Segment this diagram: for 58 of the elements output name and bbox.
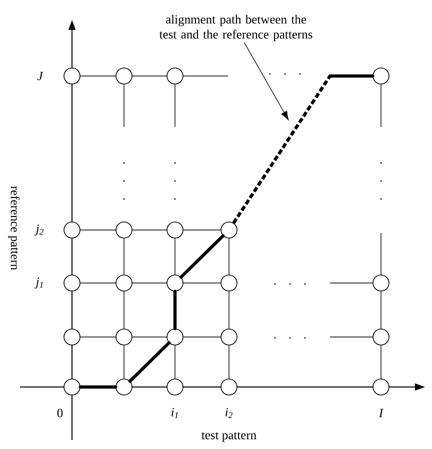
grid-line: [380, 84, 382, 128]
grid-point-circle: [64, 222, 80, 238]
grid-line: [380, 345, 382, 379]
grid-point-circle: [372, 68, 390, 84]
grid-line: [228, 238, 230, 275]
grid-point-circle: [166, 68, 184, 84]
alignment-path: [78, 385, 118, 389]
grid-point-circle: [220, 328, 238, 346]
tick-label: i$_{1}$: [172, 408, 178, 418]
axis-title: reference pattern: [8, 186, 20, 270]
alignment-path: [173, 290, 177, 330]
tick-label: j$_{1}$: [34, 278, 43, 288]
grid-line: [228, 345, 230, 379]
tick-label: j$_{2}$: [34, 224, 44, 236]
grid-line: [132, 282, 167, 284]
grid-point-circle: [116, 328, 132, 346]
alignment-path: [179, 234, 225, 279]
alignment-path: [232, 75, 332, 224]
grid-point-circle: [372, 274, 390, 292]
leader-arrow: [244, 42, 289, 120]
grid-line: [183, 282, 221, 284]
grid-line: [228, 291, 230, 329]
grid-point-circle: [64, 274, 80, 292]
tick-label: I: [378, 408, 384, 418]
grid-point-circle: [220, 222, 238, 238]
grid-line: [330, 282, 373, 284]
grid-line: [183, 336, 221, 338]
grid-point-circle: [64, 378, 80, 396]
tick-label: J: [37, 72, 44, 80]
alignment-path: [128, 341, 171, 383]
grid-point-circle: [220, 378, 238, 396]
grid-line: [380, 232, 382, 275]
grid-line: [174, 84, 176, 128]
tick-label: i$_{2}$: [226, 408, 232, 418]
grid-point-circle: [166, 378, 184, 396]
grid-point-circle: [166, 274, 184, 292]
grid-point-circle: [372, 328, 390, 346]
annotation-text: alignment path between the test and the reference patterns: [159, 14, 312, 42]
grid-point-circle: [116, 378, 132, 396]
grid-point-circle: [372, 378, 390, 396]
tick-label: 0: [57, 408, 63, 418]
grid-line: [80, 282, 116, 284]
grid-line: [330, 336, 373, 338]
grid-point-circle: [166, 328, 184, 346]
grid-point-circle: [220, 274, 238, 292]
grid-line: [80, 336, 116, 338]
axis-title: test pattern: [202, 432, 256, 442]
grid-line: [174, 238, 176, 275]
grid-line: [132, 336, 167, 338]
grid-line: [174, 345, 176, 379]
grid-point-circle: [64, 328, 80, 346]
grid-point-circle: [116, 222, 132, 238]
grid-point-circle: [116, 274, 132, 292]
alignment-path: [328, 74, 374, 78]
grid-line: [380, 291, 382, 329]
grid-point-circle: [166, 222, 184, 238]
grid-point-circle: [64, 68, 80, 84]
grid-point-circle: [116, 68, 132, 84]
